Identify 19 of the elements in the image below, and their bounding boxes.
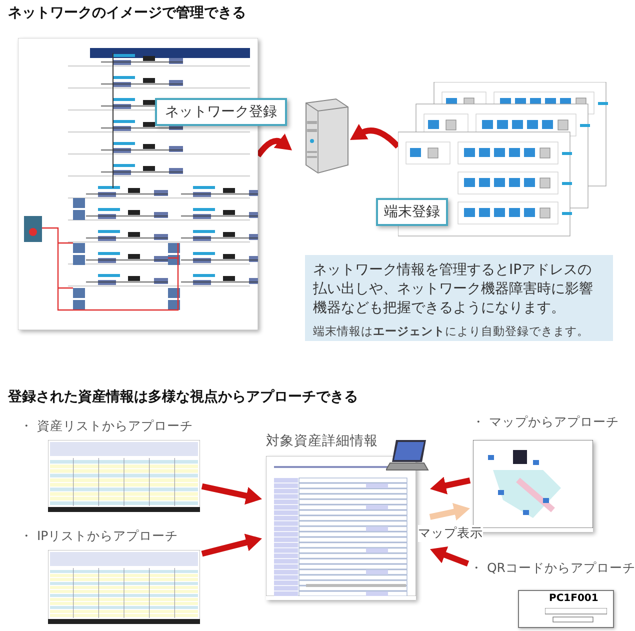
arrow [430, 546, 470, 566]
section-heading: 対象資産詳細情報 [266, 432, 378, 450]
edge-label: マップ表示 [418, 524, 483, 542]
info-panel [305, 255, 613, 341]
heading-text: 登録された資産情報は多様な視点からアプローチできる [8, 388, 358, 406]
arrow [430, 476, 471, 494]
section-heading: ・ 資産リストからアプローチ [20, 418, 193, 435]
arrow [429, 502, 470, 521]
asset-id-text: PC1F001 [549, 593, 598, 604]
callout-label: ネットワーク登録 [155, 98, 287, 126]
heading-text: ネットワークのイメージで管理できる [8, 4, 246, 22]
arrow [201, 483, 262, 505]
note-text: 端末情報はエージェントにより自動登録できます。 [313, 324, 590, 339]
callout-label: 端末登録 [376, 198, 448, 226]
description-text: ネットワーク情報を管理するとIPアドレスの払い出しや、ネットワーク機器障害時に影響機器なども把握できるようになります。 [313, 261, 594, 318]
arrow [201, 534, 262, 557]
section-heading: ・ IPリストからアプローチ [20, 528, 178, 545]
section-heading: ・ マップからアプローチ [472, 414, 619, 431]
section-heading: ・ QRコードからアプローチ [470, 560, 635, 577]
